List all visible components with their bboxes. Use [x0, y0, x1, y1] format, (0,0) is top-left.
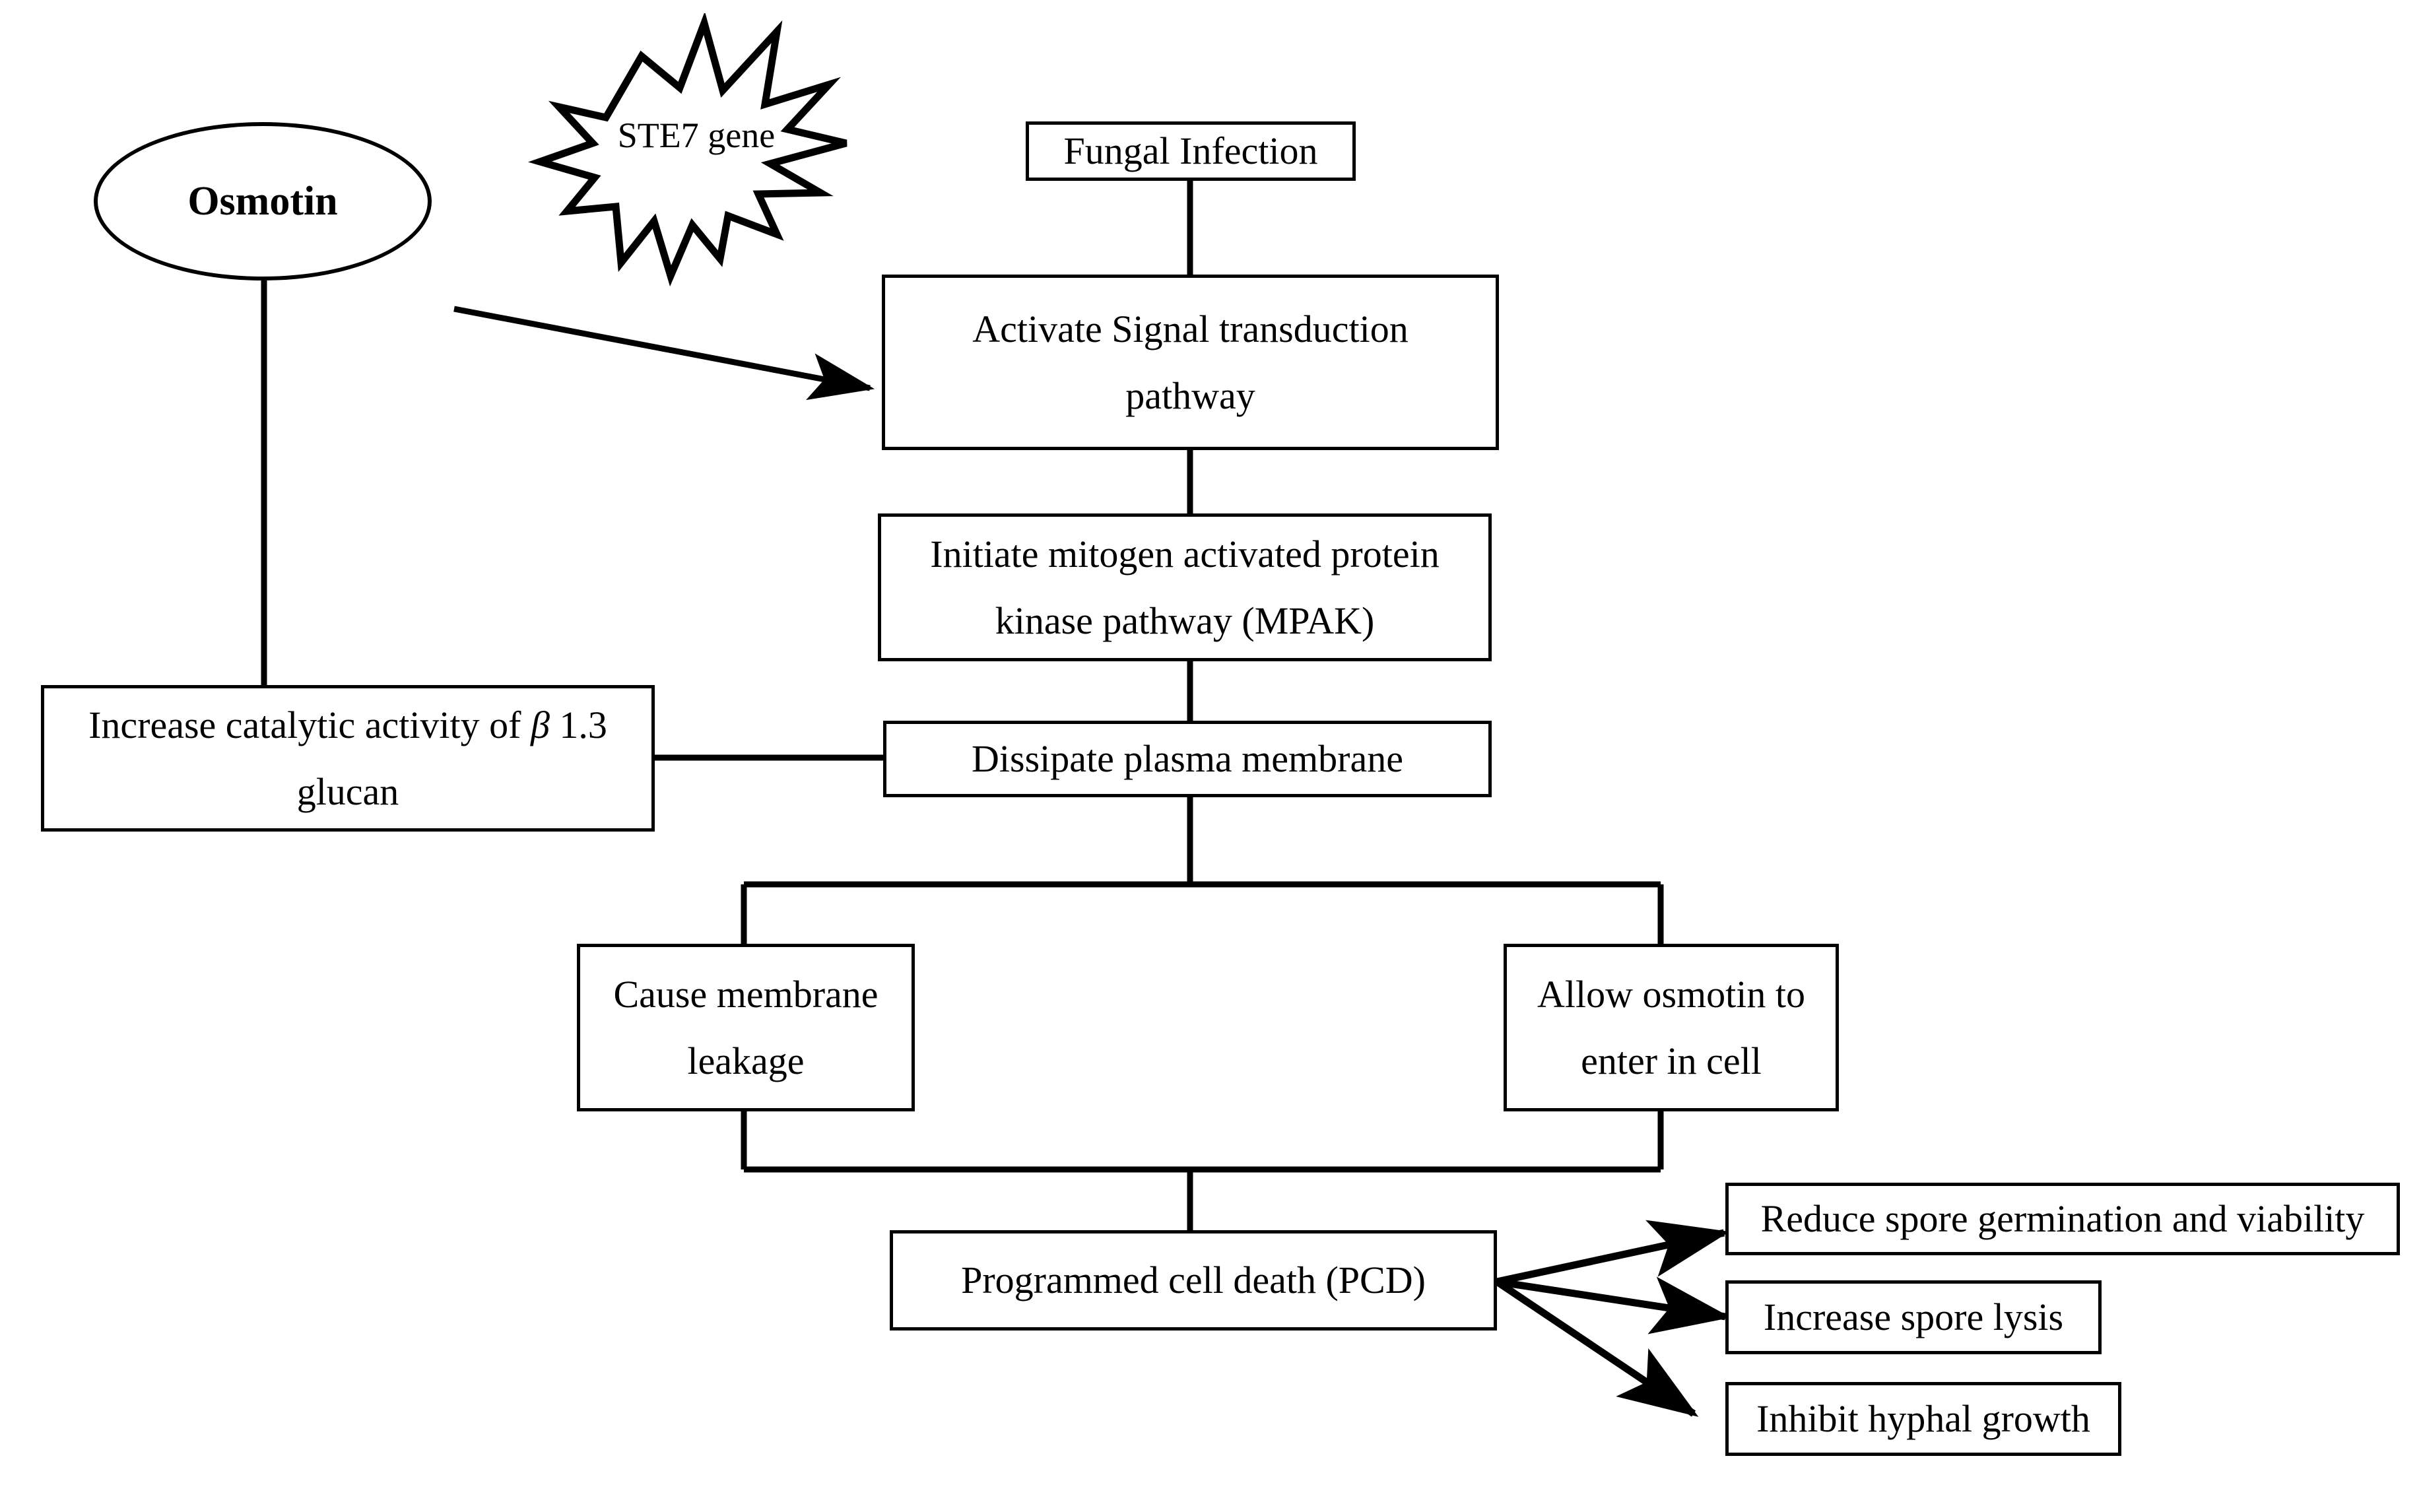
- node-fungal-infection[interactable]: Fungal Infection: [1026, 121, 1356, 181]
- node-reduce-spore-germination-label: Reduce spore germination and viability: [1760, 1197, 2365, 1241]
- node-programmed-cell-death[interactable]: Programmed cell death (PCD): [890, 1230, 1497, 1331]
- edge-pcd-to-increase-lysis: [1496, 1276, 1731, 1334]
- node-fungal-infection-label: Fungal Infection: [1063, 129, 1318, 173]
- edge-pcd-to-reduce-spore: [1496, 1220, 1730, 1286]
- node-increase-spore-lysis-label: Increase spore lysis: [1763, 1296, 2064, 1339]
- node-initiate-mpak-pathway[interactable]: Initiate mitogen activated protein kinas…: [878, 513, 1492, 661]
- edge-pcd-to-inhibit-hyphal: [1494, 1278, 1699, 1417]
- node-initiate-mpak-pathway-label: Initiate mitogen activated protein kinas…: [930, 532, 1440, 643]
- node-increase-catalytic-activity-glucan-label: Increase catalytic activity of β 1.3 glu…: [44, 692, 651, 826]
- edge-osmotin-to-activate-signal: [453, 306, 875, 401]
- node-dissipate-plasma-membrane-label: Dissipate plasma membrane: [972, 737, 1403, 781]
- node-allow-osmotin-enter-cell[interactable]: Allow osmotin to enter in cell: [1504, 944, 1839, 1111]
- explosion-burst-shape: [528, 13, 847, 287]
- node-osmotin[interactable]: Osmotin: [94, 122, 432, 280]
- node-programmed-cell-death-label: Programmed cell death (PCD): [961, 1259, 1426, 1302]
- node-reduce-spore-germination[interactable]: Reduce spore germination and viability: [1725, 1183, 2400, 1255]
- node-inhibit-hyphal-growth[interactable]: Inhibit hyphal growth: [1725, 1382, 2121, 1456]
- node-ste7-gene[interactable]: [528, 13, 858, 290]
- node-cause-membrane-leakage-label: Cause membrane leakage: [613, 972, 879, 1083]
- glucan-label-suffix: 1.3 glucan: [296, 703, 607, 814]
- node-cause-membrane-leakage[interactable]: Cause membrane leakage: [577, 944, 915, 1111]
- node-increase-catalytic-activity-glucan[interactable]: Increase catalytic activity of β 1.3 glu…: [41, 685, 655, 832]
- node-inhibit-hyphal-growth-label: Inhibit hyphal growth: [1756, 1397, 2090, 1441]
- node-activate-signal-transduction-label: Activate Signal transduction pathway: [972, 307, 1409, 418]
- node-dissipate-plasma-membrane[interactable]: Dissipate plasma membrane: [883, 721, 1492, 797]
- node-activate-signal-transduction[interactable]: Activate Signal transduction pathway: [882, 275, 1499, 450]
- beta-symbol: β: [530, 703, 550, 746]
- node-increase-spore-lysis[interactable]: Increase spore lysis: [1725, 1280, 2102, 1354]
- node-allow-osmotin-enter-cell-label: Allow osmotin to enter in cell: [1537, 972, 1806, 1083]
- node-osmotin-label: Osmotin: [187, 178, 338, 224]
- glucan-label-prefix: Increase catalytic activity of: [88, 703, 531, 746]
